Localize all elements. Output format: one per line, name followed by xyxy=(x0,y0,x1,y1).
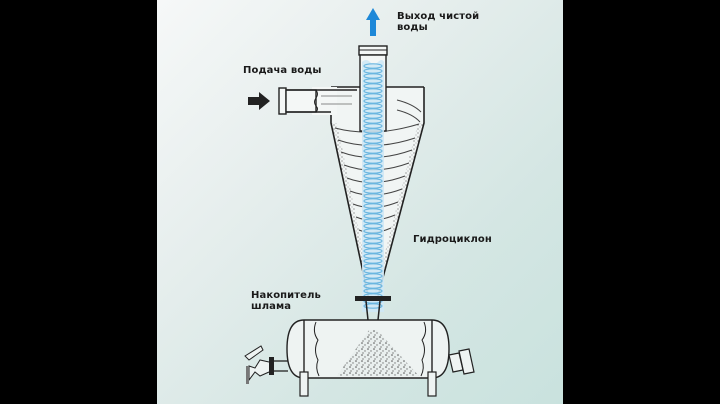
inlet-pipe xyxy=(278,87,357,115)
label-water-inlet: Подача воды xyxy=(243,65,322,76)
vortex-coil xyxy=(363,303,383,309)
diagram-canvas: Выход чистой воды Подача воды Гидроцикло… xyxy=(157,0,563,404)
label-clean-water-out-line2: воды xyxy=(397,22,428,33)
label-clean-water-out-line1: Выход чистой xyxy=(397,11,480,22)
sludge-tank xyxy=(244,319,475,397)
hydrocyclone-diagram xyxy=(244,8,475,397)
apex-outlet xyxy=(355,296,391,321)
label-sludge-tank-line2: шлама xyxy=(251,301,292,312)
arrow-right-icon xyxy=(248,92,270,110)
vortex-coil xyxy=(363,63,383,69)
label-hydrocyclone: Гидроциклон xyxy=(413,234,492,245)
vortex-finder xyxy=(358,45,388,312)
arrow-up-icon xyxy=(366,8,380,36)
label-clean-water-out: Выход чистой воды xyxy=(397,11,479,33)
label-sludge-tank: Накопитель шлама xyxy=(251,290,321,312)
label-sludge-tank-line1: Накопитель xyxy=(251,290,321,301)
